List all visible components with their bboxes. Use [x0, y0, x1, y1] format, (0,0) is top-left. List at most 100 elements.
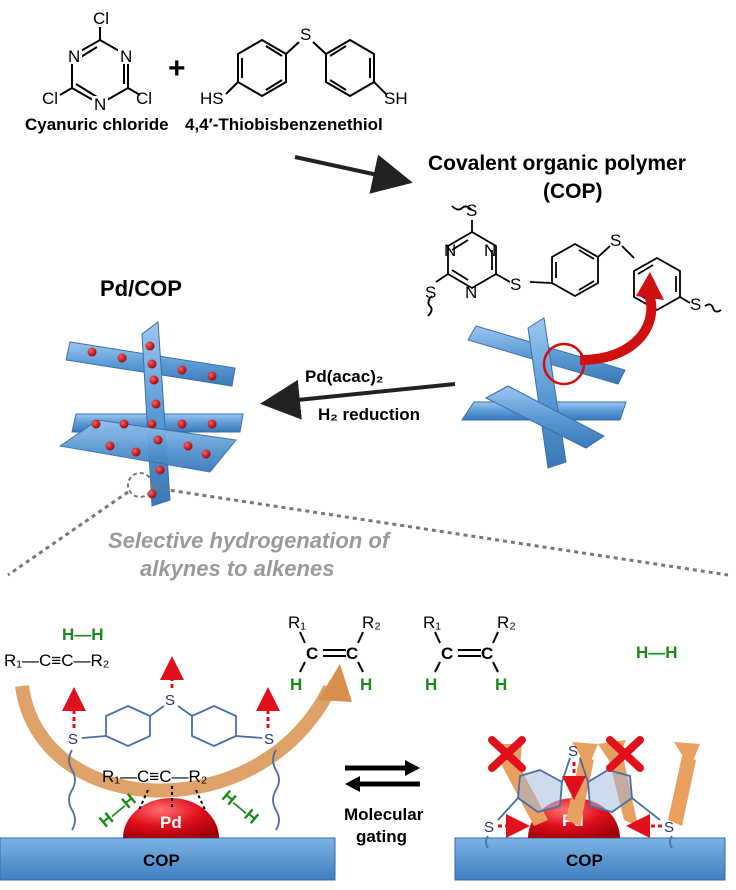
- alkene2-c: C: [481, 644, 493, 663]
- pd-dot: [207, 371, 217, 381]
- arrow-label-h2: H₂ reduction: [318, 405, 420, 424]
- arrow-label-pdacac: Pd(acac)₂: [305, 367, 383, 386]
- cop-atom-n: N: [484, 241, 496, 260]
- zoom-spot: [127, 472, 153, 498]
- alkene1-c: C: [306, 644, 318, 663]
- zoom-arrow: [579, 290, 657, 365]
- linker-right-s-right: S: [664, 819, 674, 836]
- alkene-product-1: [299, 631, 364, 673]
- alkene2-r2: R₂: [497, 613, 516, 632]
- caption-line1: Selective hydrogenation of: [108, 528, 392, 553]
- pd-dot: [119, 419, 129, 429]
- alkyne-pd-dashed: [137, 789, 149, 813]
- atom-hs: HS: [200, 89, 224, 108]
- thiobisbenzenethiol-structure: [225, 38, 387, 98]
- pd-dot: [149, 375, 159, 385]
- linker-s-right: S: [264, 731, 274, 748]
- linker-s-left: S: [68, 731, 78, 748]
- pd-dot: [131, 447, 141, 457]
- arrow-to-cop: [294, 154, 413, 194]
- eq-arrow-bottom-head: [345, 776, 360, 792]
- alkene1-c: C: [346, 644, 358, 663]
- cop-bar-left-label: COP: [143, 851, 180, 870]
- alkyne-top-left: R₁—C≡C—R₂: [4, 651, 109, 670]
- zoom-line-left: [7, 490, 129, 577]
- eq-arrow-top-head: [405, 760, 420, 776]
- gating-line2: gating: [356, 827, 407, 846]
- alkene1-r1: R₁: [288, 613, 306, 632]
- zoom-arrow-head: [636, 272, 664, 300]
- alkene1-h: H: [360, 675, 372, 694]
- pd-dot: [147, 419, 157, 429]
- linker-s-mid: S: [165, 692, 175, 709]
- pd-dot: [177, 419, 187, 429]
- atom-sh: SH: [384, 89, 408, 108]
- orange-arc-left: [15, 684, 337, 798]
- pd-dot: [105, 441, 115, 451]
- atom-cl-right: Cl: [136, 89, 152, 108]
- caption-line2: alkynes to alkenes: [140, 556, 334, 581]
- pd-sphere-left: [123, 798, 219, 838]
- pd-dot: [153, 435, 163, 445]
- atom-s-bridge: S: [300, 25, 311, 44]
- linker-right-s-left: S: [484, 819, 494, 836]
- plus-sign: +: [168, 52, 186, 85]
- pd-dot: [177, 365, 187, 375]
- alkene2-r1: R₁: [423, 613, 441, 632]
- pd-dot: [87, 347, 97, 357]
- cop-title-line1: Covalent organic polymer: [428, 152, 686, 175]
- cyanuric-chloride-label: Cyanuric chloride: [25, 115, 169, 134]
- pd-left-label: Pd: [160, 813, 182, 832]
- pdcop-title: Pd/COP: [100, 276, 182, 301]
- thiobisbenzenethiol-label: 4,4′-Thiobisbenzenethiol: [185, 115, 383, 134]
- pd-dot: [151, 399, 161, 409]
- arrow-to-pdcop: [260, 379, 456, 420]
- block-x-right: [606, 736, 644, 772]
- alkene1-h: H: [290, 675, 302, 694]
- pd-nanoparticles: [87, 341, 217, 499]
- block-x-left: [488, 736, 526, 772]
- orange-arc-left-head: [318, 664, 352, 702]
- alkyne-pd-dashed: [195, 789, 207, 813]
- cop-bar-right: [454, 837, 726, 881]
- gating-line1: Molecular: [344, 805, 424, 824]
- cop-atom-s-end: S: [690, 295, 701, 314]
- cop-atom-s: S: [510, 275, 521, 294]
- pd-dot: [207, 419, 217, 429]
- atom-n-bottom: N: [94, 95, 106, 114]
- cop-atom-s-bridge: S: [610, 231, 621, 250]
- cop-bar-right-label: COP: [566, 851, 603, 870]
- pd-dot: [91, 419, 101, 429]
- hh-adsorbed-right: H—H: [218, 787, 262, 828]
- cop-title-line2: (COP): [543, 180, 603, 203]
- pd-dot: [145, 341, 155, 351]
- thio-linker-right: [485, 757, 673, 849]
- alkene-product-2: [434, 631, 499, 673]
- pd-dot: [183, 441, 193, 451]
- atom-bg: [118, 48, 134, 64]
- cop-atom-s: S: [425, 283, 436, 302]
- hh-top-left: H—H: [62, 625, 104, 644]
- linker-right-s-mid: S: [568, 743, 578, 760]
- alkyne-adsorbed: R₁—C≡C—R₂: [102, 767, 207, 786]
- atom-cl-left: Cl: [42, 89, 58, 108]
- alkene2-c: C: [441, 644, 453, 663]
- pd-dot: [147, 359, 157, 369]
- alkene2-h: H: [495, 675, 507, 694]
- atom-cl-top: Cl: [93, 9, 109, 28]
- alkene1-r2: R₂: [362, 613, 381, 632]
- cop-atom-n: N: [465, 283, 477, 302]
- hh-right: H—H: [636, 643, 678, 662]
- cop-bar-left: [0, 837, 336, 881]
- cop-atom-s-top: S: [466, 201, 477, 220]
- pd-dot: [201, 449, 211, 459]
- atom-bg: [92, 96, 108, 112]
- cop-atom-n: N: [444, 241, 456, 260]
- pd-dot: [117, 353, 127, 363]
- thio-linker-left: [68, 705, 280, 831]
- atom-n-left: N: [68, 47, 80, 66]
- atom-bg: [66, 48, 82, 64]
- pd-dot: [155, 465, 165, 475]
- atom-n-right: N: [120, 47, 132, 66]
